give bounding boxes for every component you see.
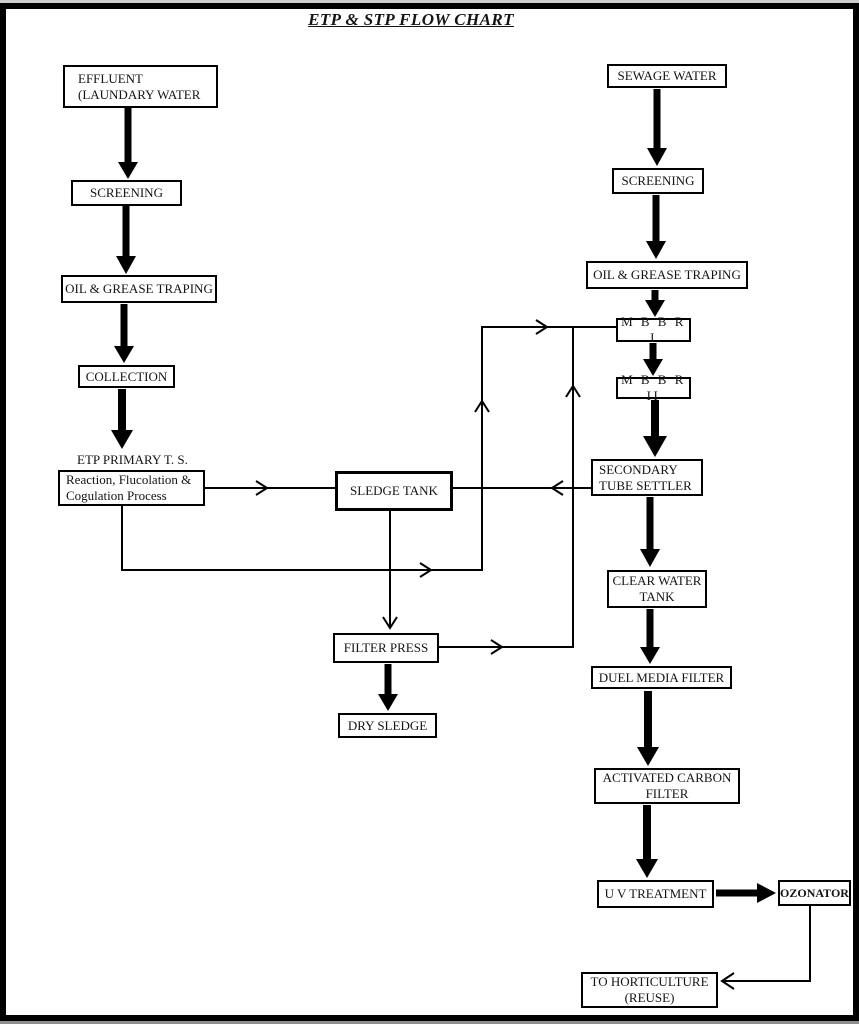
node-sewage-water: SEWAGE WATER <box>607 64 727 88</box>
node-stp-oil-grease-traping: OIL & GREASE TRAPING <box>586 261 748 289</box>
node-ozonator: OZONATOR <box>778 880 851 906</box>
node-uv-treatment: U V TREATMENT <box>597 880 714 908</box>
page-edge-top <box>0 0 859 3</box>
node-stp-screening: SCREENING <box>612 168 704 194</box>
node-etp-primary-process: Reaction, Flucolation & Cogulation Proce… <box>58 470 205 506</box>
page-edge-bottom <box>0 1021 859 1024</box>
node-duel-media-filter: DUEL MEDIA FILTER <box>591 666 732 689</box>
node-activated-carbon-filter: ACTIVATED CARBON FILTER <box>594 768 740 804</box>
node-clear-water-tank: CLEAR WATER TANK <box>607 570 707 608</box>
node-secondary-tube-settler: SECONDARY TUBE SETTLER <box>591 459 703 496</box>
node-collection: COLLECTION <box>78 365 175 388</box>
chart-title: ETP & STP FLOW CHART <box>308 10 514 29</box>
node-mbbr-1: M B B R I <box>616 314 691 345</box>
node-mbbr-2: M B B R II <box>616 372 691 403</box>
node-dry-sledge: DRY SLEDGE <box>338 713 437 738</box>
node-etp-screening: SCREENING <box>71 180 182 206</box>
node-etp-oil-grease-traping: OIL & GREASE TRAPING <box>61 275 217 303</box>
node-effluent: EFFLUENT (LAUNDARY WATER <box>63 65 218 108</box>
label-etp-primary-ts: ETP PRIMARY T. S. <box>77 452 188 467</box>
node-filter-press: FILTER PRESS <box>333 633 439 663</box>
node-to-horticulture-reuse: TO HORTICULTURE (REUSE) <box>581 972 718 1008</box>
node-sledge-tank: SLEDGE TANK <box>335 471 453 511</box>
